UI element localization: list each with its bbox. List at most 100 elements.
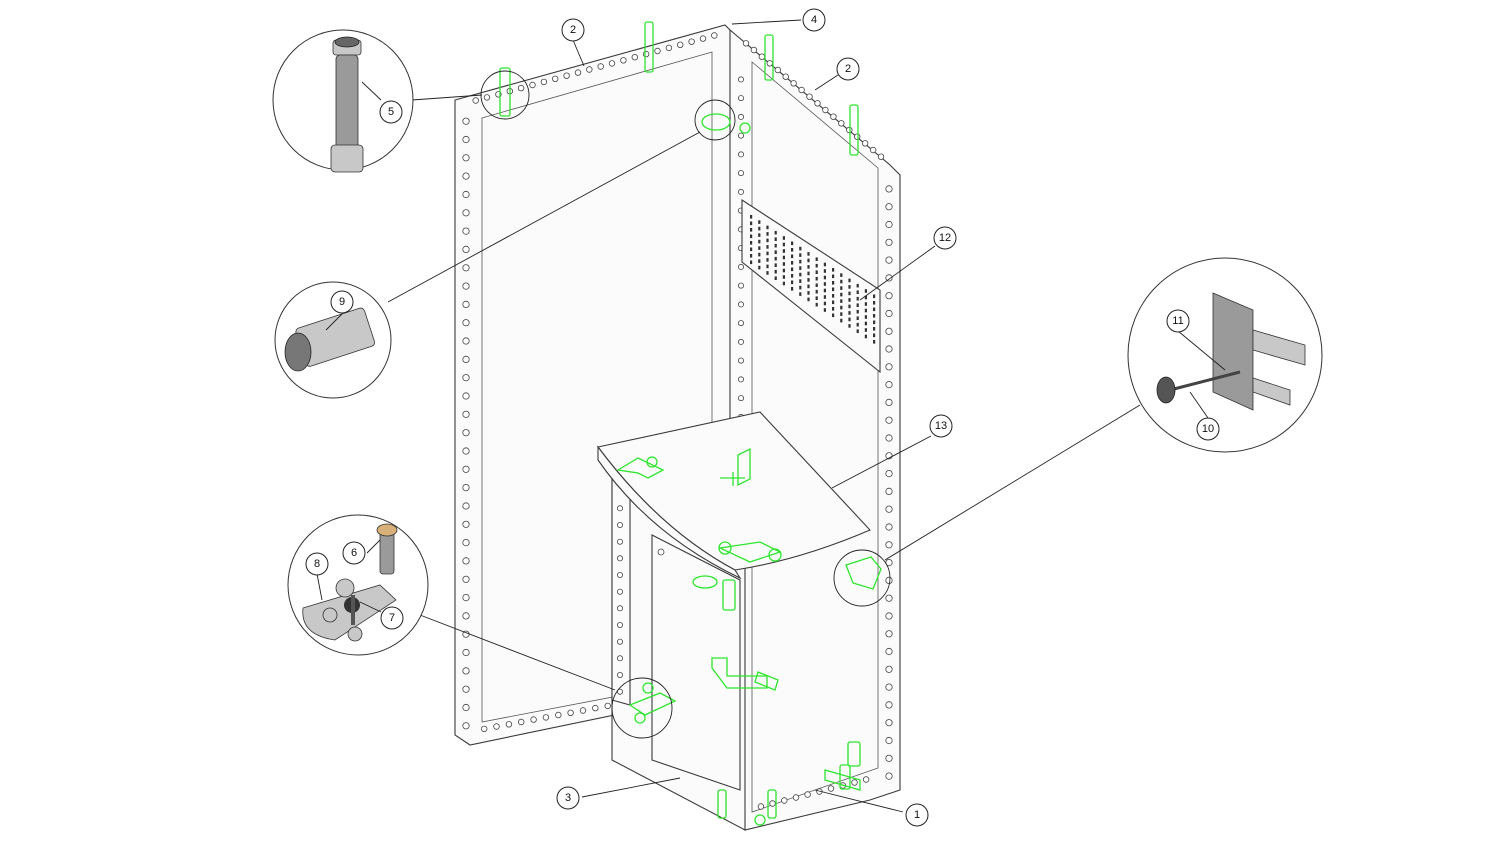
perforation-slot <box>840 273 843 277</box>
perforation-slot <box>782 275 785 279</box>
frame-hole <box>462 154 470 162</box>
frame-hole <box>462 685 470 693</box>
perforation-slot <box>848 291 851 296</box>
perforation-slot <box>799 272 802 277</box>
perforation-slot <box>807 252 810 256</box>
callout-balloon-2-right: 2 <box>836 57 860 81</box>
perforation-slot <box>840 312 843 316</box>
frame-hole <box>885 274 893 282</box>
perforation-slot <box>856 296 859 301</box>
perforation-slot <box>807 278 810 282</box>
callout-balloon-12: 12 <box>933 226 957 250</box>
frame-hole <box>617 672 624 679</box>
frame-hole <box>885 434 893 442</box>
perforation-slot <box>791 261 794 265</box>
locator-circle-10 <box>833 549 891 607</box>
perforation-slot <box>832 300 835 305</box>
detail-view-bracket-hardware <box>287 514 429 656</box>
perforation-slot <box>848 298 851 302</box>
frame-hole <box>518 718 525 726</box>
detail-view-pin-head <box>274 281 392 399</box>
frame-hole <box>885 772 893 780</box>
perforation-slot <box>799 246 802 251</box>
perforation-slot <box>799 285 802 290</box>
perforation-slot <box>848 311 851 315</box>
perforation-slot <box>815 289 818 294</box>
frame-hole <box>885 380 893 389</box>
perforation-slot <box>840 318 843 323</box>
frame-hole <box>885 701 893 709</box>
frame-hole <box>738 357 745 364</box>
frame-holes-right-top <box>742 40 885 160</box>
perforation-slot <box>750 215 753 219</box>
frame-hole <box>542 714 550 721</box>
perforation-slot <box>799 266 802 270</box>
callout-balloon-3: 3 <box>556 786 580 810</box>
frame-hole <box>617 655 624 662</box>
frame-hole <box>738 132 745 139</box>
frame-hole <box>586 66 593 73</box>
perforation-slot <box>750 247 753 252</box>
frame-hole <box>758 53 766 60</box>
perforation-slot <box>815 270 818 274</box>
frame-hole <box>462 227 470 235</box>
detail-view-mount-bracket <box>1127 257 1323 453</box>
perforation-slot <box>799 292 802 296</box>
perforation-slot <box>856 309 859 314</box>
perforation-slot <box>864 308 867 313</box>
frame-hole <box>738 263 745 270</box>
frame-hole <box>483 94 491 101</box>
frame-hole <box>781 797 788 804</box>
frame-hole <box>462 520 470 528</box>
perforation-slot <box>823 295 826 299</box>
frame-hole <box>462 722 470 730</box>
perforation-slot <box>815 263 818 268</box>
frame-hole <box>462 392 470 400</box>
frame-hole <box>806 93 813 100</box>
perforation-slot <box>799 279 802 283</box>
perforation-slot <box>750 254 753 258</box>
frame-hole <box>462 483 470 492</box>
perforation-slot <box>807 291 810 295</box>
frame-hole <box>462 538 470 547</box>
frame-hole <box>688 38 695 45</box>
perforation-slot <box>840 299 843 303</box>
svg-text:1: 1 <box>914 809 920 821</box>
frame-hole <box>885 487 893 495</box>
perforation-slot <box>832 313 835 318</box>
perforation-slot <box>750 260 753 265</box>
perforation-slot <box>750 228 753 232</box>
perforation-slot <box>864 289 867 293</box>
frame-hole <box>885 398 893 406</box>
frame-hole <box>574 69 582 76</box>
perforation-slot <box>823 262 826 267</box>
frame-hole <box>885 469 893 478</box>
frame-hole <box>769 800 776 807</box>
frame-hole <box>851 779 858 786</box>
perforation-slot <box>774 230 777 235</box>
svg-text:4: 4 <box>811 14 817 26</box>
perforation-slot <box>758 239 761 244</box>
frame-hole <box>462 429 470 437</box>
perforation-slot <box>782 281 785 286</box>
frame-hole <box>885 630 893 638</box>
frame-hole <box>462 557 470 565</box>
perforation-slot <box>823 275 826 280</box>
perforation-slot <box>807 271 810 276</box>
frame-hole <box>774 66 781 74</box>
callout-balloon-11: 11 <box>1166 309 1190 333</box>
frame-hole <box>462 502 470 510</box>
frame-hole <box>862 776 870 783</box>
frame-hole <box>462 282 470 290</box>
perforation-slot <box>873 294 876 299</box>
perforation-slot <box>774 263 777 267</box>
svg-text:6: 6 <box>351 547 357 559</box>
frame-hole <box>885 754 893 762</box>
frame-hole <box>592 704 599 712</box>
perforation-slot <box>750 221 753 226</box>
svg-text:11: 11 <box>1172 315 1183 327</box>
perforation-slot <box>766 232 769 236</box>
perforation-slot <box>815 302 818 307</box>
frame-hole <box>738 188 745 195</box>
perforation-slot <box>758 226 761 231</box>
